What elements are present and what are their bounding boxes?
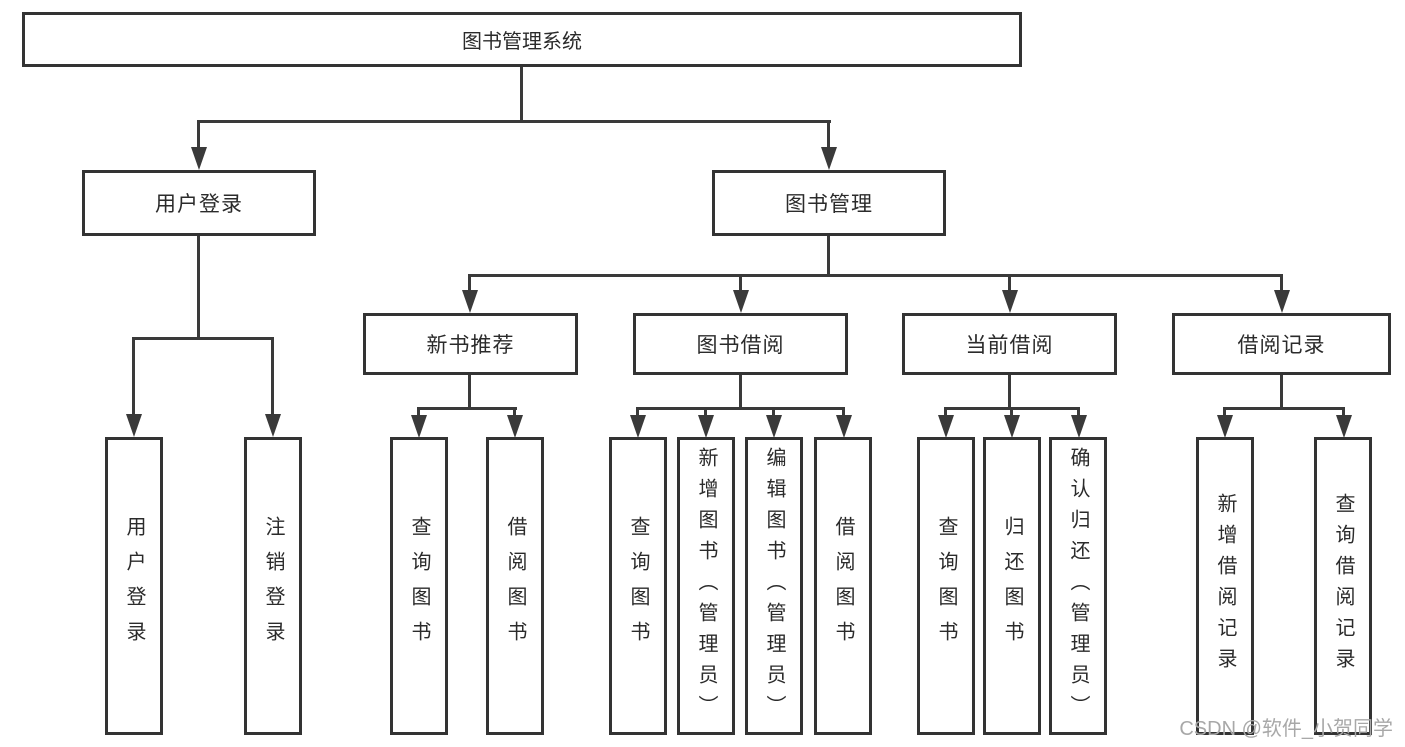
connector-bar — [132, 337, 274, 340]
connector-stem — [513, 407, 516, 416]
arrowhead-icon — [191, 147, 207, 170]
node-label: 当前借阅 — [965, 334, 1054, 357]
node-new-book-recommend: 新书推荐 — [363, 313, 578, 375]
arrowhead-icon — [836, 415, 852, 438]
node-query-books-borrow: 查询图书 — [609, 437, 667, 735]
arrowhead-icon — [507, 415, 523, 438]
node-query-books-current: 查询图书 — [917, 437, 975, 735]
connector-stem — [1010, 407, 1013, 416]
node-book-management: 图书管理 — [712, 170, 946, 236]
node-label: 图书管理系统 — [462, 31, 582, 53]
connector-stem — [1077, 407, 1080, 416]
arrowhead-icon — [938, 415, 954, 438]
connector-stem — [827, 120, 830, 148]
node-borrow-books-recommend: 借阅图书 — [486, 437, 544, 735]
arrowhead-icon — [630, 415, 646, 438]
arrowhead-icon — [411, 415, 427, 438]
node-book-borrow: 图书借阅 — [633, 313, 848, 375]
connector-stem — [1223, 407, 1226, 416]
connector-stem — [1280, 375, 1283, 407]
connector-stem — [842, 407, 845, 416]
connector-stem — [704, 407, 707, 416]
node-add-book-admin: 新增图书（管理员） — [677, 437, 735, 735]
connector-stem — [1008, 274, 1011, 291]
node-label: 查询图书 — [408, 516, 430, 656]
node-add-borrow-record: 新增借阅记录 — [1196, 437, 1254, 735]
arrowhead-icon — [1004, 415, 1020, 438]
connector-bar — [1223, 407, 1345, 410]
arrowhead-icon — [1002, 290, 1018, 313]
connector-stem — [1342, 407, 1345, 416]
node-label: 注销登录 — [262, 516, 284, 656]
arrowhead-icon — [265, 414, 281, 437]
arrowhead-icon — [821, 147, 837, 170]
node-label: 用户登录 — [155, 193, 243, 216]
connector-stem — [1008, 375, 1011, 407]
connector-stem — [197, 120, 200, 148]
node-library-management-system: 图书管理系统 — [22, 12, 1022, 67]
node-confirm-return-admin: 确认归还（管理员） — [1049, 437, 1107, 735]
connector-stem — [197, 236, 200, 337]
arrowhead-icon — [733, 290, 749, 313]
node-edit-book-admin: 编辑图书（管理员） — [745, 437, 803, 735]
node-borrow-books-2: 借阅图书 — [814, 437, 872, 735]
node-label: 借阅图书 — [504, 516, 526, 656]
arrowhead-icon — [1274, 290, 1290, 313]
node-label: 新增图书（管理员） — [695, 446, 717, 726]
connector-stem — [772, 407, 775, 416]
node-logout: 注销登录 — [244, 437, 302, 735]
node-label: 查询图书 — [627, 516, 649, 656]
node-label: 借阅记录 — [1237, 334, 1326, 357]
node-label: 编辑图书（管理员） — [763, 446, 785, 726]
connector-stem — [1280, 274, 1283, 291]
node-query-borrow-record: 查询借阅记录 — [1314, 437, 1372, 735]
node-label: 新书推荐 — [426, 334, 515, 357]
node-label: 用户登录 — [123, 516, 145, 656]
connector-level1-bar — [197, 120, 831, 123]
connector-stem — [468, 274, 471, 291]
node-user-login-group: 用户登录 — [82, 170, 316, 236]
node-label: 新增借阅记录 — [1214, 493, 1236, 679]
node-label: 图书管理 — [785, 193, 873, 216]
connector-level2-bar — [468, 274, 1283, 277]
node-label: 归还图书 — [1001, 516, 1023, 656]
watermark: CSDN @软件_小贺同学 — [1179, 718, 1393, 740]
connector-stem — [827, 236, 830, 276]
node-query-books-recommend: 查询图书 — [390, 437, 448, 735]
node-label: 查询借阅记录 — [1332, 493, 1354, 679]
node-label: 图书借阅 — [696, 334, 785, 357]
node-borrow-records: 借阅记录 — [1172, 313, 1391, 375]
connector-stem — [739, 375, 742, 407]
arrowhead-icon — [1336, 415, 1352, 438]
node-user-login: 用户登录 — [105, 437, 163, 735]
connector-stem — [468, 375, 471, 407]
arrowhead-icon — [766, 415, 782, 438]
connector-stem — [132, 337, 135, 415]
arrowhead-icon — [698, 415, 714, 438]
arrowhead-icon — [126, 414, 142, 437]
connector-stem — [271, 337, 274, 415]
connector-bar — [636, 407, 845, 410]
connector-stem — [636, 407, 639, 416]
arrowhead-icon — [1071, 415, 1087, 438]
connector-stem — [739, 274, 742, 291]
node-label: 查询图书 — [935, 516, 957, 656]
connector-root-stem — [520, 67, 523, 120]
connector-stem — [944, 407, 947, 416]
arrowhead-icon — [1217, 415, 1233, 438]
node-label: 确认归还（管理员） — [1067, 446, 1089, 726]
connector-bar — [417, 407, 517, 410]
node-current-borrow: 当前借阅 — [902, 313, 1117, 375]
connector-stem — [417, 407, 420, 416]
node-label: 借阅图书 — [832, 516, 854, 656]
node-return-book: 归还图书 — [983, 437, 1041, 735]
arrowhead-icon — [462, 290, 478, 313]
